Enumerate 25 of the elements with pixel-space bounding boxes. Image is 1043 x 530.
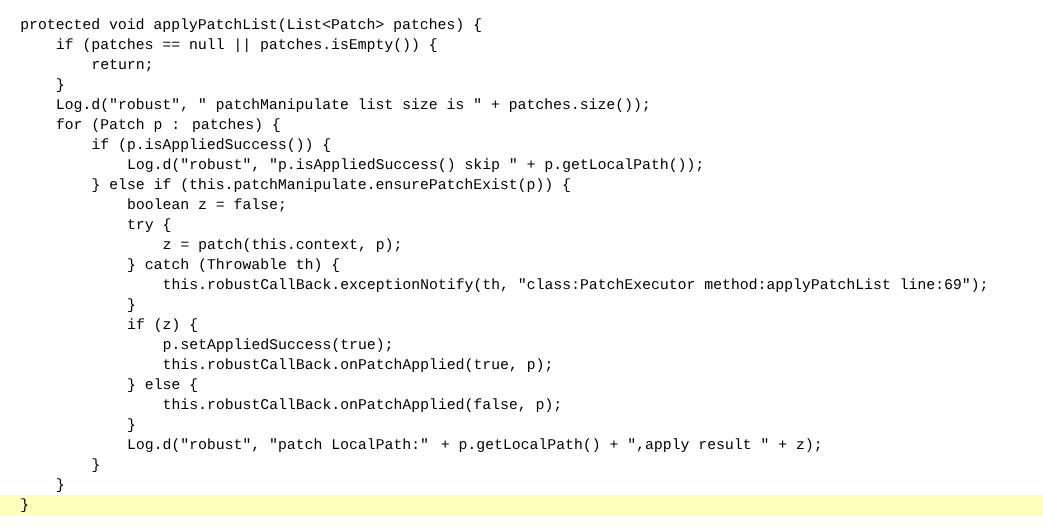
code-line: z = patch(this.context, p);: [163, 238, 400, 253]
code-line: }: [128, 298, 135, 313]
code-line: this.robustCallBack.onPatchApplied(true, p);: [164, 358, 551, 373]
code-line: Log.d("robust", " patchManipulate list size is " + patches.size());: [57, 98, 648, 113]
code-line: this.robustCallBack.exceptionNotify(th, "class:PatchExecutor method:applyPatchList line:69");: [164, 278, 986, 293]
code-line: }: [128, 418, 135, 433]
code-line: if (p.isAppliedSuccess()) {: [92, 138, 330, 153]
code-line: return;: [93, 59, 151, 72]
code-line: for (Patch p : patches) {: [56, 118, 280, 133]
code-line: } else if (this.patchManipulate.ensurePatchExist(p)) {: [92, 178, 570, 193]
code-line: boolean z = false;: [128, 198, 284, 212]
code-line: p.setAppliedSuccess(true);: [163, 338, 391, 353]
code-line: if (z) {: [128, 318, 197, 333]
code-line: }: [57, 478, 64, 493]
code-line: } else {: [128, 378, 197, 393]
code-line: try {: [128, 218, 171, 233]
code-line: protected void applyPatchList(List<Patch> patches) {: [21, 18, 481, 33]
code-line: }: [21, 498, 28, 513]
code-line: }: [92, 458, 99, 473]
code-line: } catch (Throwable th) {: [128, 258, 339, 273]
code-line: this.robustCallBack.onPatchApplied(false, p);: [164, 398, 559, 413]
code-line: Log.d("robust", "p.isAppliedSuccess() skip " + p.getLocalPath());: [128, 158, 701, 173]
code-line: if (patches == null || patches.isEmpty()) {: [56, 38, 437, 53]
code-line: }: [57, 78, 64, 93]
code-line: Log.d("robust", "patch LocalPath:" + p.getLocalPath() + ",apply result " + z);: [128, 438, 820, 453]
